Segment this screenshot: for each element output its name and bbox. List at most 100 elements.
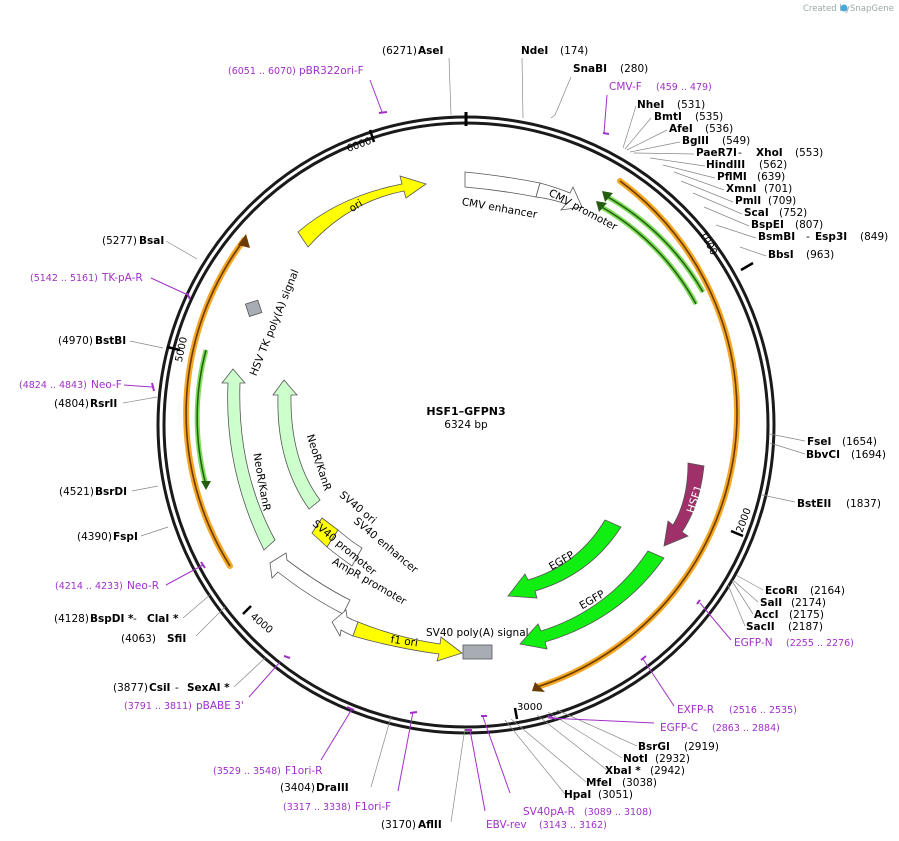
primer-num-exfpr: (2516 .. 2535)	[729, 705, 797, 716]
site-name-sacii: SacII	[746, 621, 775, 633]
site-leader-lines	[122, 57, 806, 823]
site-name-nhei: NheI	[637, 99, 664, 111]
primer-name-ebv: EBV-rev	[486, 819, 527, 831]
site-num-bmti: (535)	[695, 111, 723, 123]
cmv-promoter-feature[interactable]	[535, 182, 583, 211]
green-arc-right-inner-arrow	[596, 201, 607, 212]
green-arc-left-arrow	[201, 481, 211, 490]
green-arc-right-outer-arrow	[602, 191, 613, 202]
primer-num-f1orif: (3317 .. 3338)	[283, 802, 351, 813]
tick-label-5000: 5000	[174, 336, 190, 363]
site-name-bsai: BsaI	[139, 235, 164, 247]
sv40-promoter-feature[interactable]	[269, 552, 351, 615]
ori-feature[interactable]	[297, 175, 427, 248]
primer-name-sv40pa: SV40pA-R	[523, 806, 575, 818]
site-num-ndei: (174)	[560, 45, 588, 57]
site-name-sali: SalI	[760, 597, 782, 609]
site-name-ecori: EcoRI	[765, 585, 798, 597]
site-sep-csii: -	[175, 682, 179, 694]
site-num-bspdi: (4128)	[54, 613, 89, 625]
site-num-sali: (2174)	[791, 597, 826, 609]
site-num-afei: (536)	[705, 123, 733, 135]
primer-num-cmvf: (459 .. 479)	[656, 82, 712, 93]
site-name-pflmi: PflMI	[717, 171, 747, 183]
primer-name-neof: Neo-F	[91, 379, 122, 391]
site-sep-bsmbi: -	[806, 231, 810, 243]
primer-num-pbr322: (6051 .. 6070)	[228, 66, 296, 77]
site-name-aflii: AflII	[418, 819, 442, 831]
site-num-nhei: (531)	[677, 99, 705, 111]
watermark-brand: SnapGene	[850, 4, 894, 14]
snapgene-logo-icon	[840, 4, 848, 12]
primer-name-egfpn: EGFP-N	[734, 637, 773, 649]
cmv-enhancer-feature[interactable]	[464, 171, 541, 198]
site-num-draiii: (3404)	[280, 782, 315, 794]
primer-name-f1orif: F1ori-F	[355, 801, 391, 813]
primer-num-egfpc: (2863 .. 2884)	[712, 723, 780, 734]
primer-leader-lines	[123, 79, 732, 812]
site-num-aflii: (3170)	[381, 819, 416, 831]
f1-ori-label: f1 ori	[390, 634, 419, 650]
primer-name-tkpa: TK-pA-R	[101, 272, 143, 284]
site-num-asei: (6271)	[382, 45, 417, 57]
egfp-feature-2[interactable]	[519, 550, 665, 650]
site-num-acci: (2175)	[789, 609, 824, 621]
egfp-feature-1[interactable]	[507, 519, 622, 599]
site-name-bsrgi: BsrGI	[638, 741, 670, 753]
site-name2-csii: SexAI *	[187, 682, 230, 694]
hsv-tk-polya-feature[interactable]	[244, 299, 263, 318]
primer-marks	[151, 111, 701, 731]
site-name-scai: ScaI	[744, 207, 769, 219]
primer-name-pbabe: pBABE 3'	[196, 700, 244, 712]
site-num-bsrgi: (2919)	[684, 741, 719, 753]
site-name-fsei: FseI	[807, 436, 831, 448]
site-name-bsmbi: BsmBI	[758, 231, 795, 243]
hsf1-feature[interactable]	[663, 462, 705, 547]
tick-label-3000: 3000	[517, 702, 542, 713]
site-name-bmti: BmtI	[654, 111, 682, 123]
site-num-pflmi: (639)	[757, 171, 785, 183]
site-name-bbvci: BbvCI	[806, 449, 840, 461]
site-name-bstbi: BstBI	[95, 335, 126, 347]
site-num-bstbi: (4970)	[58, 335, 93, 347]
site-name-csii: CsiI	[149, 682, 170, 694]
orange-arc-left-core	[185, 239, 245, 567]
site-num-csii: (3877)	[113, 682, 148, 694]
site-name-bglii: BglII	[682, 135, 709, 147]
primer-num-tkpa: (5142 .. 5161)	[30, 273, 98, 284]
sv40-enhancer-feature[interactable]	[326, 529, 363, 567]
site-name-snabi: SnaBI	[573, 63, 607, 75]
site-num-bsrdi: (4521)	[59, 486, 94, 498]
site-name-asei: AseI	[418, 45, 443, 57]
primer-name-pbr322: pBR322ori-F	[299, 65, 364, 77]
sv40-polya-label: SV40 poly(A) signal	[426, 627, 529, 639]
site-name-draiii: DraIII	[316, 782, 349, 794]
site-num-hindiii: (562)	[759, 159, 787, 171]
cmv-enhancer-label: CMV enhancer	[461, 196, 539, 221]
site-num-xmni: (701)	[764, 183, 792, 195]
site-name2-bsmbi: Esp3I	[815, 231, 847, 243]
neor-kanr-feature-1[interactable]	[221, 368, 276, 551]
site-name-bsteii: BstEII	[797, 498, 831, 510]
site-num-scai: (752)	[779, 207, 807, 219]
site-num-rsrii: (4804)	[54, 398, 89, 410]
site-num-hpai: (3051)	[598, 789, 633, 801]
tick-marks	[166, 129, 754, 720]
orange-arc-right-core	[536, 180, 738, 688]
neor-kanr-feature-2[interactable]	[272, 379, 321, 510]
green-arc-right-inner-core	[599, 205, 697, 305]
hsv-tk-polya-label: HSV TK poly(A) signal	[248, 268, 302, 378]
site-name-xbai: XbaI *	[605, 765, 641, 777]
site-name-bspdi: BspDI *	[90, 613, 134, 625]
site-num-paer7i: (553)	[795, 147, 823, 159]
site-num-fspi: (4390)	[77, 531, 112, 543]
primer-num-neof: (4824 .. 4843)	[19, 380, 87, 391]
site-num-snabi: (280)	[620, 63, 648, 75]
site-name-bbsi: BbsI	[768, 249, 794, 261]
site-name-mfei: MfeI	[586, 777, 612, 789]
watermark-text: Created by	[803, 4, 850, 14]
f1-ori-feature[interactable]	[352, 621, 463, 662]
plasmid-length: 6324 bp	[444, 419, 488, 431]
sv40-polya-feature[interactable]	[462, 644, 493, 660]
